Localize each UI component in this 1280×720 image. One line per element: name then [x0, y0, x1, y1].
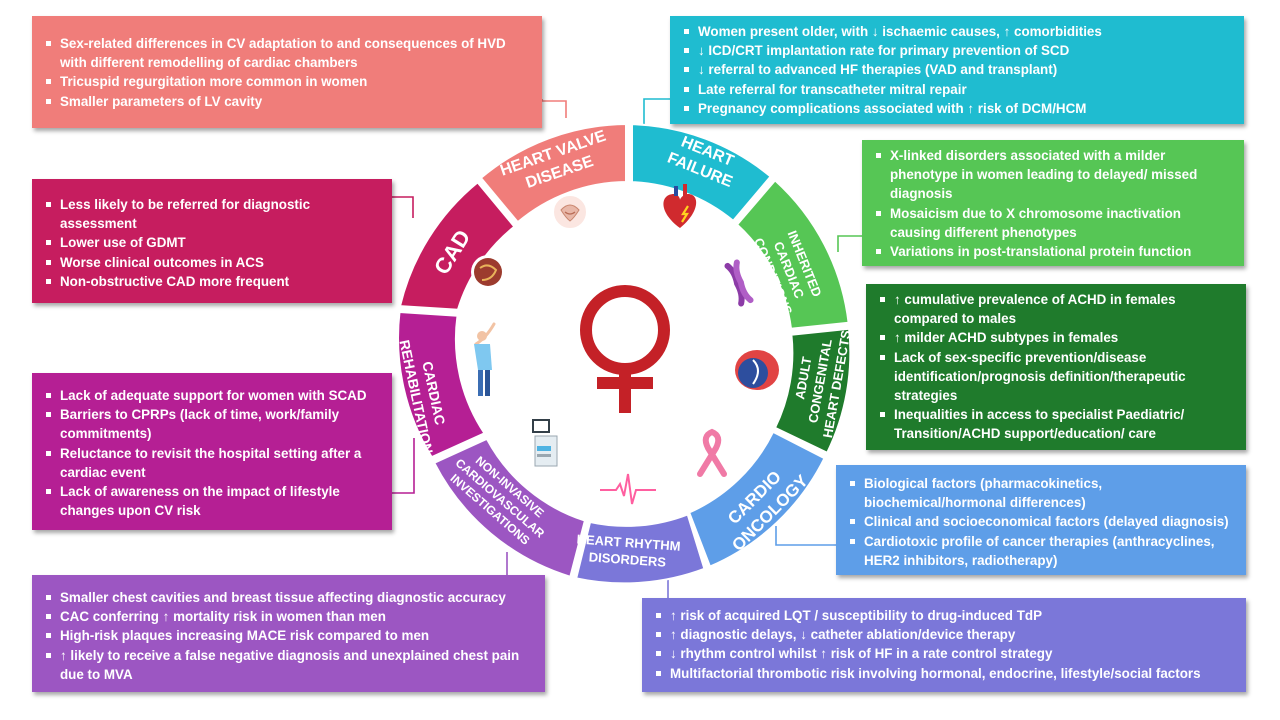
list-item: Smaller chest cavities and breast tissue…: [46, 588, 535, 607]
list-item: Barriers to CPRPs (lack of time, work/fa…: [46, 405, 382, 443]
venus-symbol-icon: [580, 285, 670, 413]
connector-inherited: [837, 235, 862, 252]
list-item: Mosaicism due to X chromosome inactivati…: [876, 204, 1234, 242]
coronary-heart-icon: [471, 255, 505, 289]
list-item: ↑ likely to receive a false negative dia…: [46, 646, 535, 684]
list-item: Pregnancy complications associated with …: [684, 99, 1234, 118]
list-item: ↑ milder ACHD subtypes in females: [880, 328, 1236, 347]
heart-valve-box: Sex-related differences in CV adaptation…: [32, 16, 542, 128]
segment-noninvasive: [432, 437, 587, 579]
cad-list: Less likely to be referred for diagnosti…: [42, 195, 382, 291]
list-item: Lack of sex-specific prevention/disease …: [880, 348, 1236, 406]
inherited-conditions-box: X-linked disorders associated with a mil…: [862, 140, 1244, 266]
list-item: Women present older, with ↓ ischaemic ca…: [684, 22, 1234, 41]
segment-heart-valve: [479, 122, 627, 224]
connector-cardio-oncology: [775, 526, 836, 546]
heart-failure-list: Women present older, with ↓ ischaemic ca…: [680, 22, 1234, 118]
heart-rhythm-box: ↑ risk of acquired LQT / susceptibility …: [642, 598, 1246, 692]
list-item: Reluctance to revisit the hospital setti…: [46, 444, 382, 482]
connector-heart-valve: [541, 99, 567, 118]
segment-label-line: HEART RHYTHM: [576, 531, 681, 553]
imaging-scanner-icon: [532, 419, 558, 467]
list-item: ↑ risk of acquired LQT / susceptibility …: [656, 606, 1236, 625]
noninvasive-investigations-box: Smaller chest cavities and breast tissue…: [32, 575, 545, 692]
segment-cardio-oncology: [687, 430, 826, 568]
list-item: Lower use of GDMT: [46, 233, 382, 252]
list-item: X-linked disorders associated with a mil…: [876, 146, 1234, 204]
list-item: ↑ diagnostic delays, ↓ catheter ablation…: [656, 625, 1236, 644]
achd-list: ↑ cumulative prevalence of ACHD in femal…: [876, 290, 1236, 444]
chromosome-icon: [724, 259, 754, 307]
list-item: Lack of awareness on the impact of lifes…: [46, 482, 382, 520]
segment-heart-failure: [631, 123, 773, 223]
list-item: CAC conferring ↑ mortality risk in women…: [46, 607, 535, 626]
connector-cad: [392, 196, 414, 218]
segment-inherited: [735, 178, 850, 330]
segment-label-rhythm: HEART RHYTHMDISORDERS: [575, 531, 681, 570]
segment-label-line: DISORDERS: [588, 549, 666, 569]
ecg-trace-icon: [600, 473, 656, 505]
achd-box: ↑ cumulative prevalence of ACHD in femal…: [866, 284, 1246, 450]
stretching-woman-icon: [474, 322, 496, 396]
congenital-heart-icon: [735, 350, 779, 390]
list-item: Less likely to be referred for diagnosti…: [46, 195, 382, 233]
list-item: Inequalities in access to specialist Pae…: [880, 405, 1236, 443]
segment-label-line: ADULT: [792, 355, 814, 400]
list-item: Lack of adequate support for women with …: [46, 386, 382, 405]
heart-rhythm-list: ↑ risk of acquired LQT / susceptibility …: [652, 606, 1236, 683]
list-item: Sex-related differences in CV adaptation…: [46, 34, 532, 72]
cad-box: Less likely to be referred for diagnosti…: [32, 179, 392, 303]
cardiac-rehabilitation-list: Lack of adequate support for women with …: [42, 386, 382, 520]
noninvasive-investigations-list: Smaller chest cavities and breast tissue…: [42, 588, 535, 684]
heart-valve-list: Sex-related differences in CV adaptation…: [42, 34, 532, 111]
cardio-oncology-box: Biological factors (pharmacokinetics, bi…: [836, 465, 1246, 575]
pink-ribbon-icon: [697, 428, 727, 477]
connector-rehab: [392, 438, 415, 494]
list-item: Non-obstructive CAD more frequent: [46, 272, 382, 291]
list-item: Worse clinical outcomes in ACS: [46, 253, 382, 272]
list-item: Late referral for transcatheter mitral r…: [684, 80, 1234, 99]
heart-valve-icon: [552, 194, 588, 230]
list-item: Variations in post-translational protein…: [876, 242, 1234, 261]
list-item: High-risk plaques increasing MACE risk c…: [46, 626, 535, 645]
cardio-oncology-list: Biological factors (pharmacokinetics, bi…: [846, 474, 1236, 570]
cardiac-rehabilitation-box: Lack of adequate support for women with …: [32, 373, 392, 530]
list-item: Cardiotoxic profile of cancer therapies …: [850, 532, 1236, 570]
inherited-conditions-list: X-linked disorders associated with a mil…: [872, 146, 1234, 261]
list-item: Clinical and socioeconomical factors (de…: [850, 512, 1236, 531]
list-item: Multifactorial thrombotic risk involving…: [656, 664, 1236, 683]
segment-rehab: [397, 310, 486, 459]
connector-heart-failure: [643, 98, 670, 128]
list-item: Biological factors (pharmacokinetics, bi…: [850, 474, 1236, 512]
list-item: ↓ rhythm control whilst ↑ risk of HF in …: [656, 644, 1236, 663]
segment-achd: [773, 327, 852, 455]
list-item: ↓ ICD/CRT implantation rate for primary …: [684, 41, 1234, 60]
segment-cad: [398, 180, 516, 311]
list-item: ↑ cumulative prevalence of ACHD in femal…: [880, 290, 1236, 328]
list-item: Smaller parameters of LV cavity: [46, 92, 532, 111]
heart-failure-box: Women present older, with ↓ ischaemic ca…: [670, 16, 1244, 124]
list-item: ↓ referral to advanced HF therapies (VAD…: [684, 60, 1234, 79]
failing-heart-icon: [663, 184, 697, 228]
list-item: Tricuspid regurgitation more common in w…: [46, 72, 532, 91]
segment-rhythm: [574, 513, 706, 585]
